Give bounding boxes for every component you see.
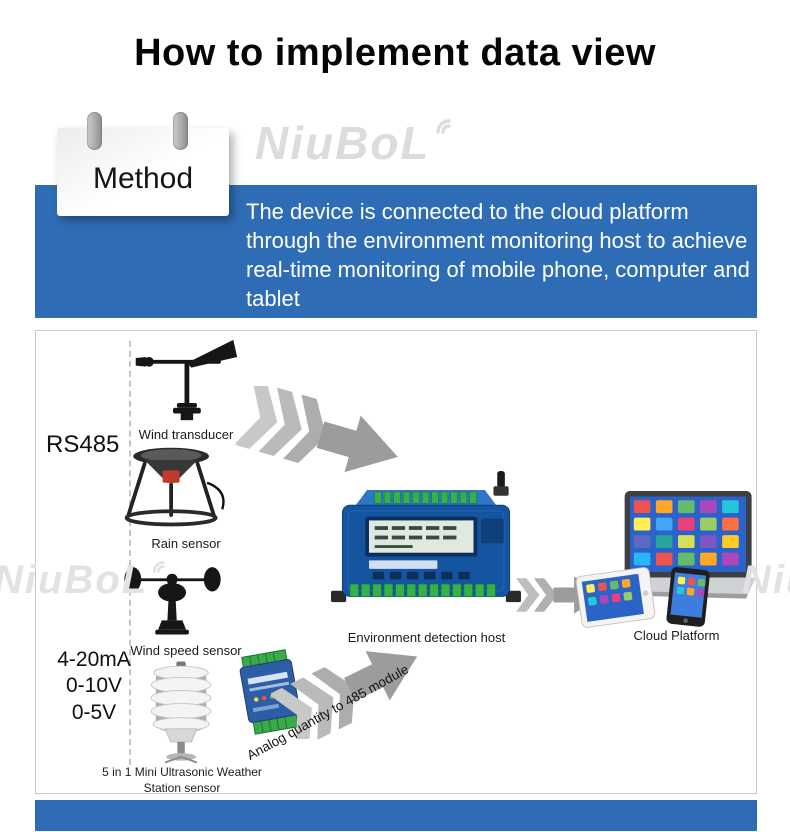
wind-vane-icon: [135, 339, 238, 421]
footer-bar: [35, 800, 757, 831]
host-device-image: [331, 471, 521, 603]
brand-watermark: NiuBoL: [255, 116, 456, 170]
binder-ring-icon: [173, 112, 188, 150]
banner-description: The device is connected to the cloud pla…: [246, 199, 750, 312]
brand-watermark-text: NiuBoL: [255, 117, 431, 169]
weather-station-icon: [150, 661, 212, 764]
weather-station-label: 5 in 1 Mini Ultrasonic Weather Station s…: [102, 765, 262, 795]
page-title: How to implement data view: [134, 32, 656, 74]
analog-range-2: 0-10V: [65, 674, 123, 698]
method-card: Method: [57, 112, 229, 216]
sensors-to-host-arrow-icon: [236, 386, 398, 473]
wind-speed-sensor-label: Wind speed sensor: [130, 643, 242, 658]
cloud-platform-label: Cloud Platform: [633, 628, 720, 643]
analog-range-3: 0-5V: [71, 700, 117, 724]
binder-ring-icon: [87, 112, 102, 150]
analog-range-labels: 4-20mA 0-10V 0-5V: [44, 647, 144, 726]
wind-transducer-label: Wind transducer: [138, 427, 234, 442]
anemometer-icon: [124, 567, 221, 635]
cloud-devices-image: [575, 491, 757, 628]
method-label: Method: [92, 162, 194, 195]
architecture-diagram: Wind transducer RS485 Rain sensor: [35, 330, 757, 795]
module-to-host-arrow-icon: [271, 651, 418, 739]
host-label: Environment detection host: [347, 630, 506, 645]
signal-icon: [435, 119, 451, 134]
rain-sensor-label: Rain sensor: [151, 536, 221, 551]
sensor-bus-dashed-line: [129, 341, 131, 765]
analog-range-1: 4-20mA: [57, 648, 131, 671]
rain-gauge-icon: [124, 447, 225, 527]
rs485-label: RS485: [46, 431, 120, 458]
